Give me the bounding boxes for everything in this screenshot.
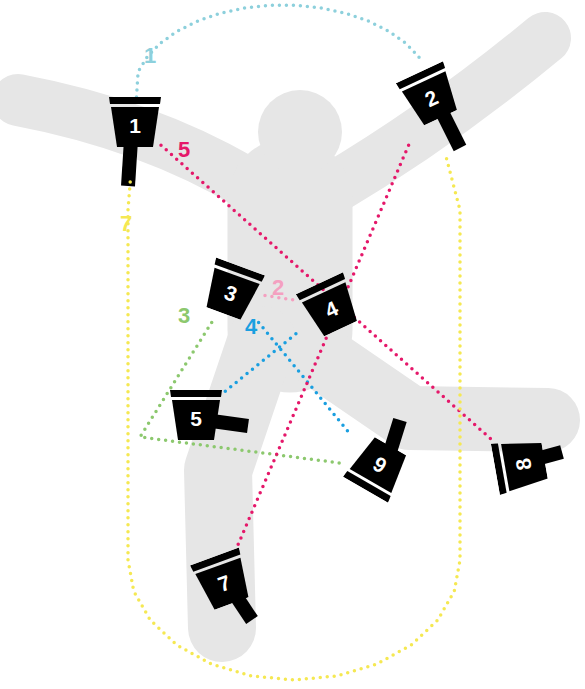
cup-body [201,268,260,322]
cup-rim [170,390,222,397]
cup-node: 2 [396,61,464,128]
dotted-connector [259,322,350,433]
route-number: 3 [178,304,190,328]
route-number: 7 [120,212,132,236]
cup-node: 6 [343,433,413,502]
head [258,90,342,174]
cup-node: 7 [190,548,256,613]
dotted-connector [161,145,491,439]
dotted-connector [128,158,460,680]
route-number: 2 [272,276,284,300]
route-number: 5 [178,138,190,162]
dotted-connector [137,5,421,97]
dotted-connector [222,334,296,394]
cup-node: 1 [109,97,161,147]
cup-body [195,558,254,612]
route-number: 4 [245,315,257,339]
cup-rim [109,97,161,104]
route-number: 1 [144,44,156,68]
limb-handles [128,112,562,620]
cup-node: 5 [170,390,222,440]
cup-body [302,282,362,339]
cup-node: 3 [199,258,265,323]
cup-number: 5 [170,404,222,434]
cup-number: 1 [109,111,161,141]
cup-body [350,434,412,493]
cup-node: 8 [491,435,549,495]
cup-body [402,71,462,128]
dotted-connector [140,322,343,463]
cup-node: 4 [296,272,364,339]
human-silhouette [18,38,548,628]
